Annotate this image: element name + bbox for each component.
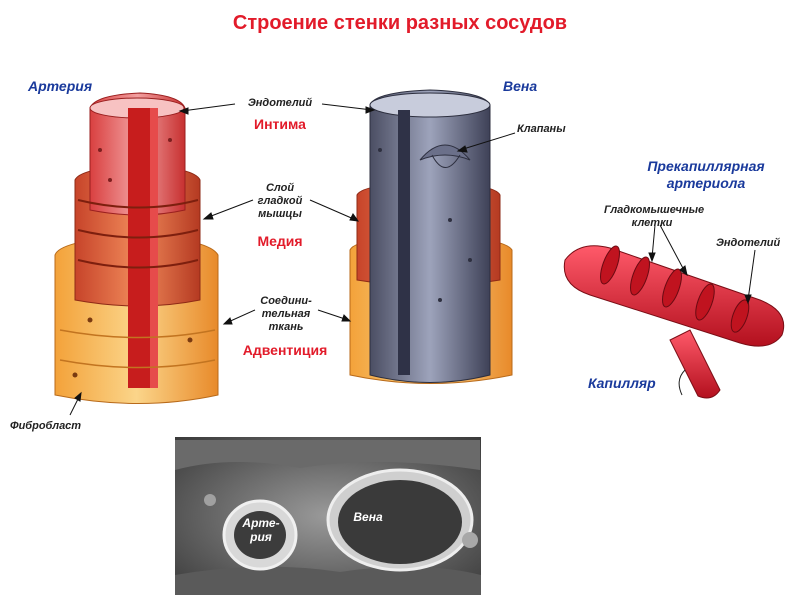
page-title: Строение стенки разных сосудов (232, 12, 568, 34)
vein-label: Вена (503, 78, 538, 94)
media-label: Медия (257, 233, 303, 249)
micrograph-vein-label: Вена (353, 510, 383, 524)
endothelium-label: Эндотелий (247, 97, 313, 109)
micrograph (175, 437, 481, 595)
adventitia-label: Адвентиция (242, 342, 328, 358)
arteriole-illustration (563, 245, 785, 399)
pointer-arrows (69, 103, 756, 416)
endothelium-right-label: Эндотелий (716, 237, 781, 249)
smooth-muscle-cells-label: Гладкомышечные клетки (604, 204, 705, 229)
vein-illustration (349, 89, 513, 384)
capillary-label: Капилляр (588, 375, 656, 391)
smooth-muscle-label: Слой гладкой мышцы (257, 182, 303, 220)
artery-illustration (54, 92, 219, 404)
micrograph-artery-label: Арте-рия (242, 516, 280, 544)
arteriole-label: Прекапиллярная артериола (647, 158, 765, 191)
connective-tissue-label: Соедини-тельная ткань (260, 295, 312, 333)
valves-label: Клапаны (517, 123, 566, 135)
artery-label: Артерия (28, 78, 93, 94)
intima-label: Интима (254, 116, 306, 132)
fibroblast-label: Фибробласт (10, 420, 82, 432)
